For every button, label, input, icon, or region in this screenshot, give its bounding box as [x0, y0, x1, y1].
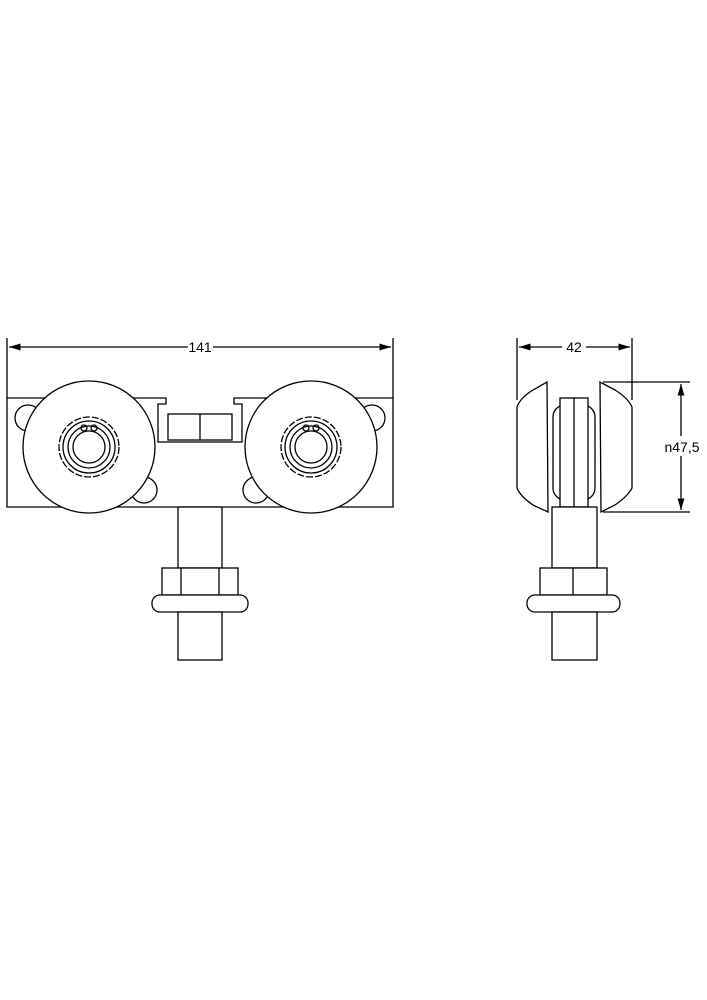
side-bolt-shaft — [551, 506, 598, 569]
side-view: 42 n47,5 — [516, 338, 700, 661]
width-dimension-label: 141 — [188, 339, 212, 355]
width-dimension: 141 — [6, 338, 394, 398]
right-wheel — [244, 380, 378, 514]
wheel-diameter-label: n47,5 — [664, 439, 699, 455]
side-width-dimension: 42 — [516, 338, 633, 400]
front-view: 141 — [6, 338, 394, 661]
left-wheel — [22, 380, 156, 514]
hex-nut — [161, 567, 239, 596]
wheel-diameter-dimension: n47,5 — [603, 381, 700, 513]
right-wheel-side — [599, 380, 633, 514]
bolt-shaft — [177, 506, 223, 569]
threaded-end — [177, 611, 223, 661]
side-hex-nut — [539, 567, 608, 596]
left-wheel-side — [516, 380, 549, 514]
side-threaded-end — [551, 611, 598, 661]
side-flange-washer — [526, 594, 621, 613]
side-width-label: 42 — [566, 339, 582, 355]
flange-washer — [151, 594, 249, 613]
